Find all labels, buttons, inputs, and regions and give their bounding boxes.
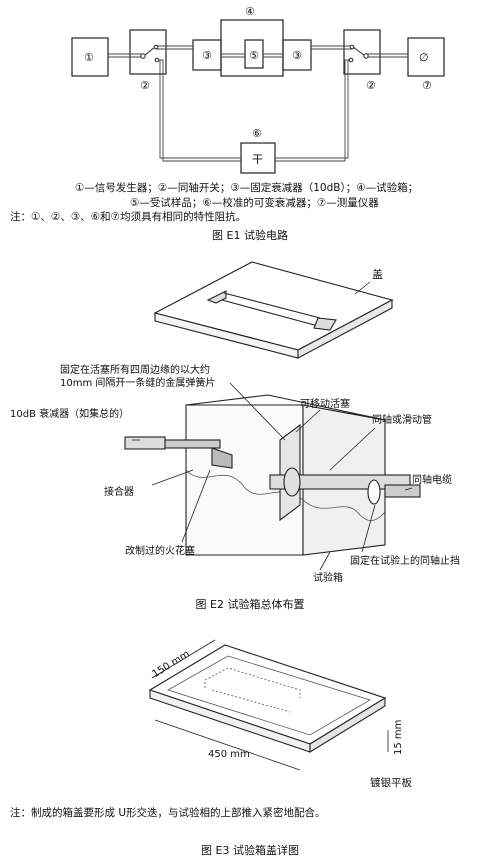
node-3b-label: ③: [292, 49, 302, 62]
node-6-label: ⑥: [252, 127, 262, 140]
dimension-lines: [151, 639, 389, 771]
label-plate: 镀银平板: [370, 777, 412, 789]
node-4-label: ④: [245, 5, 255, 18]
node-5-label: ⑤: [249, 49, 259, 62]
node-3a-label: ③: [202, 49, 212, 62]
lid-drawing: [153, 261, 394, 359]
label-coax-tube: 同轴或滑动管: [372, 415, 432, 426]
lid-leader: [354, 281, 371, 295]
lid-plate-drawing: [148, 644, 387, 753]
legend-line-1: ①—信号发生器；②—同轴开关；③—固定衰减器（10dB）；④—试验箱；: [75, 182, 419, 194]
legend-line-2: ⑤—受试样品；⑥—校准的可变衰减器；⑦—测量仪器: [130, 197, 379, 209]
node-2b-label: ②: [366, 79, 376, 92]
label-connector: 接合器: [104, 487, 134, 498]
label-spring-1: 固定在活塞所有四周边缘的以大约: [60, 365, 210, 376]
note-e1: 注：①、②、③、⑥和⑦均须具有相同的特性阻抗。: [10, 211, 247, 223]
note-e3: 注：制成的箱盖要形成 U形交迭，与试验相的上部推入紧密地配合。: [10, 807, 326, 819]
attenuator-icon: 干: [252, 153, 263, 166]
attenuator-box-right: [282, 39, 312, 71]
label-lid: 盖: [372, 268, 383, 281]
switch-contacts: [140, 44, 369, 63]
label-box: 试验箱: [313, 573, 343, 584]
label-stop: 固定在试验上的同轴止挡: [350, 556, 460, 567]
leader-lines: [132, 382, 413, 571]
dim-height: 15 mm: [393, 719, 404, 755]
caption-e1: 图 E1 试验电路: [212, 229, 288, 242]
label-piston: 可移动活塞: [300, 399, 350, 410]
meter-icon: ∅: [419, 51, 429, 64]
caption-e3: 图 E3 试验箱盖详图: [201, 844, 299, 857]
switch-box-right: [343, 29, 381, 75]
coax-lines: [108, 45, 408, 162]
label-attenuator: 10dB 衰减器（如集总的）: [10, 409, 130, 420]
label-coax-cable: 同轴电缆: [412, 475, 452, 486]
switch-box-left: [129, 29, 167, 75]
test-box-drawing: [124, 394, 421, 556]
node-1-label: ①: [84, 51, 94, 64]
label-spark-plug: 改制过的火花塞: [125, 546, 195, 557]
dim-length: 450 mm: [208, 749, 250, 760]
node-7-label: ⑦: [422, 79, 432, 92]
node-2a-label: ②: [140, 79, 150, 92]
label-spring-2: 10mm 间隔开一条缝的金属弹簧片: [60, 378, 216, 389]
caption-e2: 图 E2 试验箱总体布置: [195, 598, 305, 611]
